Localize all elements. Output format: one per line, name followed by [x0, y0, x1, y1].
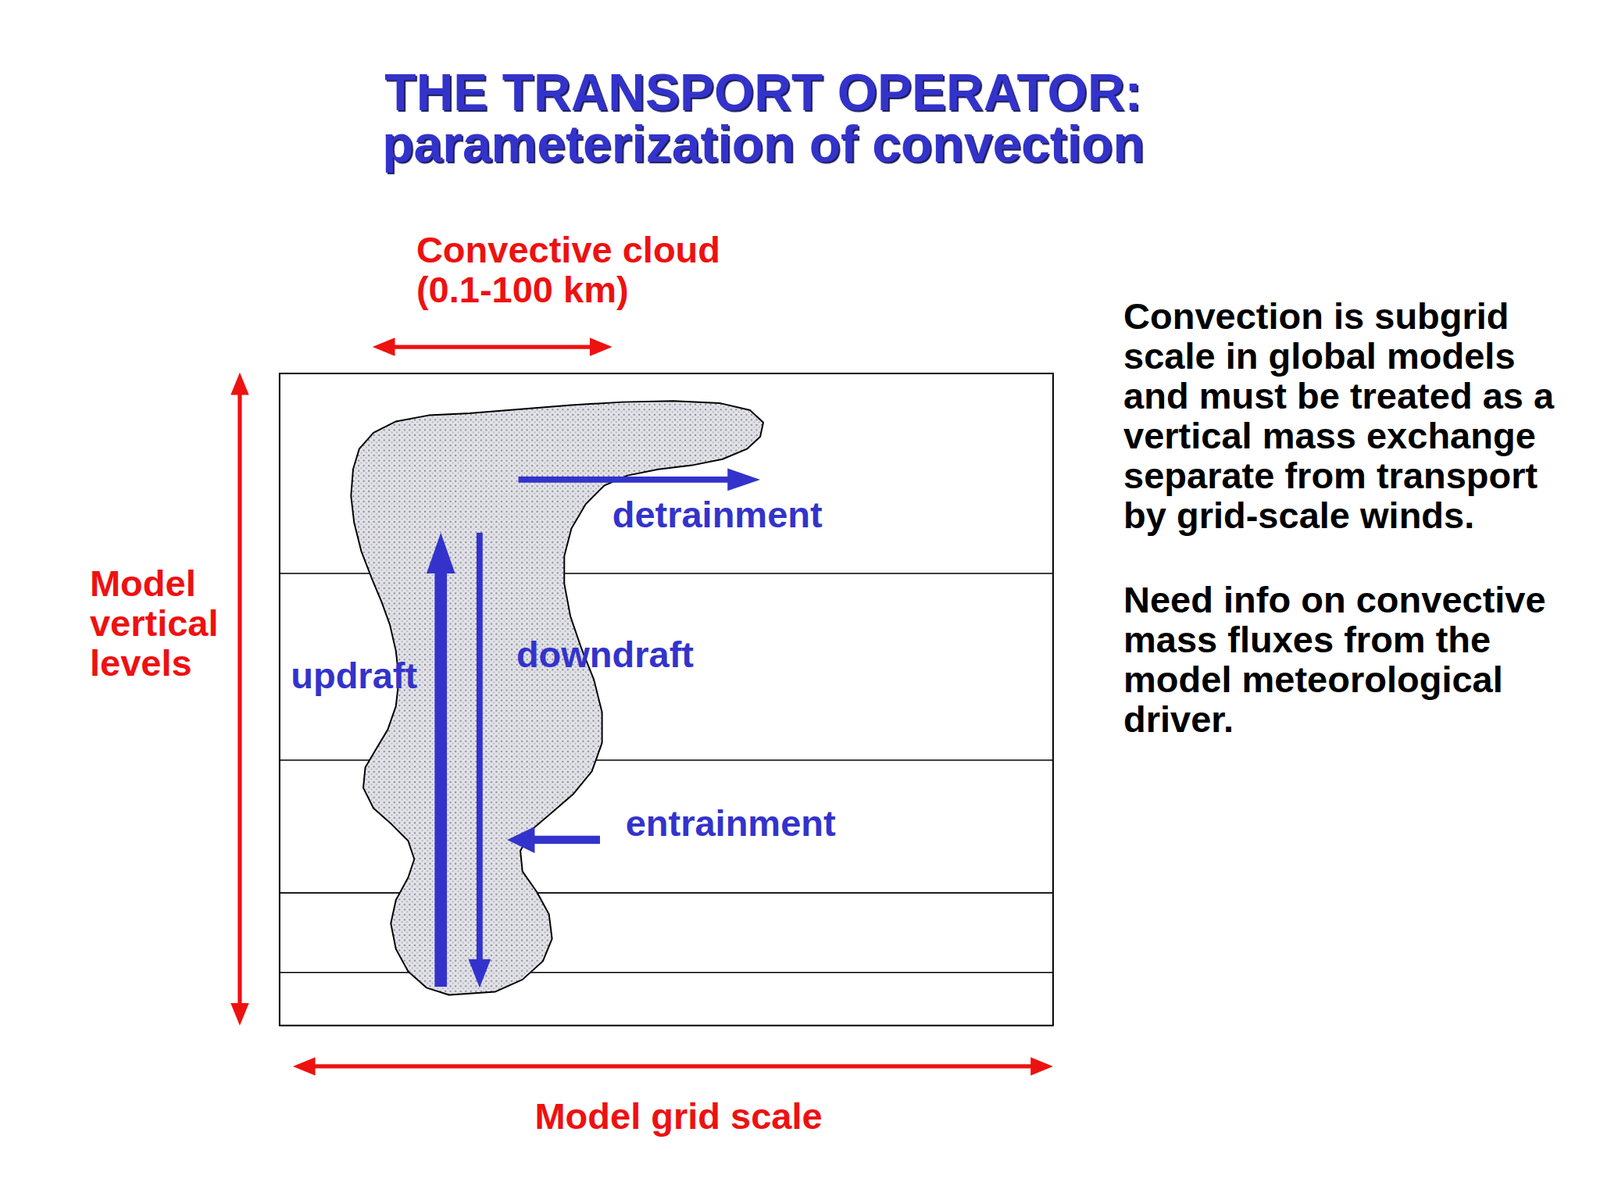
updraft-arrow-head — [426, 532, 456, 574]
level-line — [279, 892, 1054, 894]
detrainment-arrow-head — [727, 468, 761, 492]
downdraft-arrow-head — [468, 959, 492, 989]
axis-label: Model grid scale — [444, 1096, 914, 1136]
note-text: Need info on convective mass fluxes from… — [1123, 579, 1573, 740]
grid-box — [279, 373, 1054, 1026]
note-text: Convection is subgrid scale in global mo… — [1123, 296, 1573, 536]
arrow-head — [230, 1003, 250, 1026]
cloud-shape — [350, 400, 764, 995]
arrow-head — [1030, 1057, 1054, 1076]
level-line — [279, 971, 1054, 974]
flow-label: downdraft — [516, 634, 694, 675]
entrainment-arrow — [530, 835, 600, 844]
grid-scale-arrow — [307, 1064, 1038, 1068]
vertical-levels-arrow — [237, 387, 242, 1011]
slide-title: THE TRANSPORT OPERATOR: parameterization… — [341, 66, 1186, 170]
flow-label: entrainment — [625, 803, 836, 843]
detrainment-arrow — [518, 476, 732, 483]
cloud-width-arrow — [387, 344, 597, 349]
flow-label: updraft — [290, 655, 418, 696]
updraft-arrow — [434, 566, 447, 987]
arrow-head — [292, 1057, 316, 1076]
arrow-head — [589, 337, 613, 357]
flow-label: detrainment — [612, 494, 823, 535]
arrow-head — [230, 372, 250, 396]
axis-label: Model vertical levels — [89, 563, 243, 683]
arrow-head — [372, 337, 396, 357]
entrainment-arrow-head — [507, 826, 535, 854]
downdraft-arrow — [476, 532, 483, 966]
dimension-label: Convective cloud (0.1-100 km) — [416, 229, 743, 310]
